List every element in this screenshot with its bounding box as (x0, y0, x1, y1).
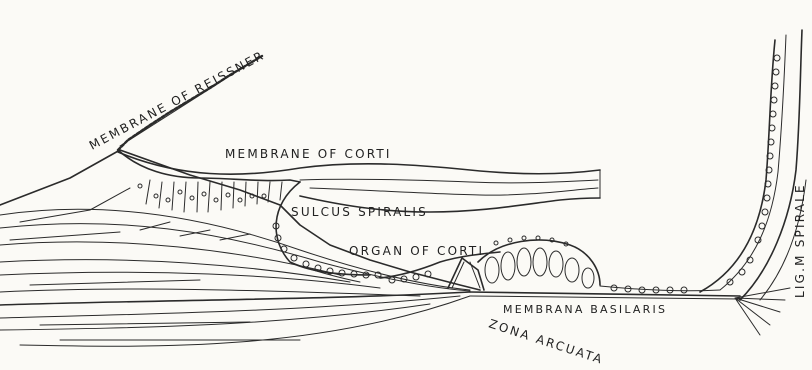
label-membrane-of-reissner: MEMBRANE OF REISSNER (87, 48, 267, 153)
basilar-membrane (470, 292, 740, 299)
sulcus-spiralis (273, 182, 381, 282)
label-sulcus-spiralis: SULCUS SPIRALIS (291, 205, 428, 219)
label-ligamentum-spirale: LIG.M SPIRALE (793, 183, 807, 298)
label-membrana-basilaris: MEMBRANA BASILARIS (503, 303, 667, 316)
spiral-ligament (700, 30, 806, 335)
label-organ-of-corti: ORGAN OF CORTI (349, 244, 484, 258)
label-membrane-of-corti: MEMBRANE OF CORTI (225, 147, 392, 161)
label-zona-arcuata: ZONA ARCUATA (487, 317, 606, 367)
tectorial-membrane (118, 152, 600, 212)
